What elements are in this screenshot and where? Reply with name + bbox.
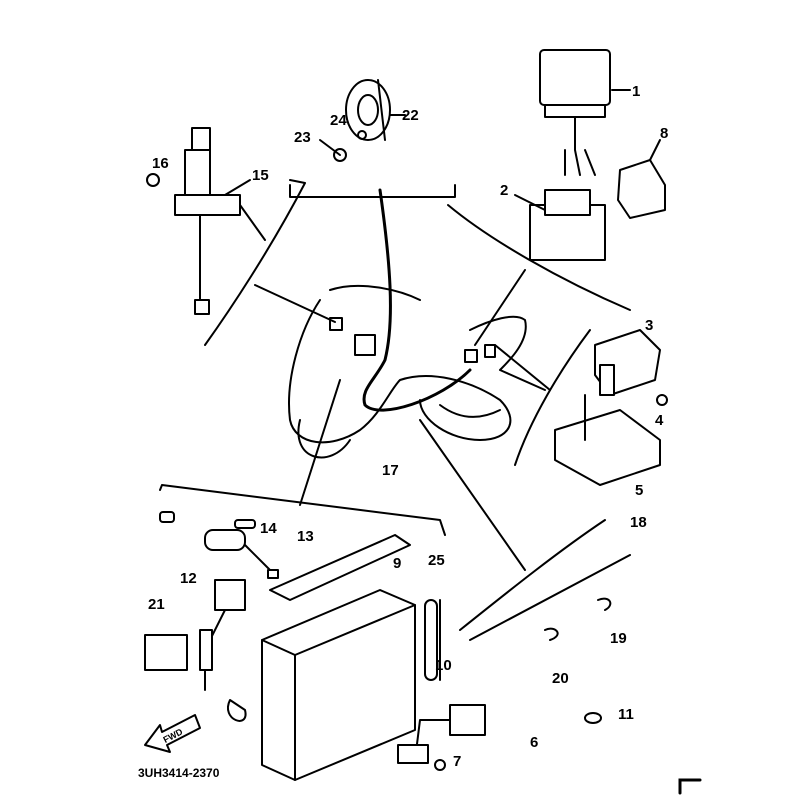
part-label-15: 15 xyxy=(252,167,269,184)
part-21-relay xyxy=(144,634,188,671)
part-label-21: 21 xyxy=(148,596,165,613)
part-label-16: 16 xyxy=(152,155,169,172)
part-label-10: 10 xyxy=(435,657,452,674)
part-label-17: 17 xyxy=(382,462,399,479)
part-1-unit xyxy=(539,49,631,176)
part-3-5-bracket xyxy=(554,329,668,486)
part-label-22: 22 xyxy=(402,107,419,124)
part-15-main-switch xyxy=(146,127,266,315)
part-label-18: 18 xyxy=(630,514,647,531)
part-22-horn xyxy=(319,79,406,162)
part-label-24: 24 xyxy=(330,112,347,129)
part-12-lead xyxy=(199,579,247,722)
part-labels: 1234567891011121314151617181920212223242… xyxy=(148,83,668,770)
part-label-3: 3 xyxy=(645,317,653,334)
part-label-7: 7 xyxy=(453,753,461,770)
leader-lines xyxy=(159,179,631,631)
part-label-2: 2 xyxy=(500,182,508,199)
part-label-9: 9 xyxy=(393,555,401,572)
part-label-19: 19 xyxy=(610,630,627,647)
part-2-block xyxy=(514,189,606,261)
scooter-outline xyxy=(288,284,546,459)
part-18-wire xyxy=(469,554,631,641)
part-label-5: 5 xyxy=(635,482,643,499)
wire-harness xyxy=(362,188,472,412)
part-label-25: 25 xyxy=(428,552,445,569)
battery xyxy=(261,589,441,781)
part-13-14-fuse xyxy=(159,511,279,579)
part-label-8: 8 xyxy=(660,125,668,142)
part-label-20: 20 xyxy=(552,670,569,687)
part-label-12: 12 xyxy=(180,570,197,587)
part-25-strap xyxy=(269,534,411,601)
part-label-4: 4 xyxy=(655,412,664,429)
part-label-1: 1 xyxy=(632,83,640,100)
part-label-14: 14 xyxy=(260,520,277,537)
drawing-code: 3UH3414-2370 xyxy=(138,766,220,780)
part-8-relay xyxy=(617,139,666,219)
part-label-13: 13 xyxy=(297,528,314,545)
part-6-starter-relay xyxy=(397,704,486,771)
part-label-23: 23 xyxy=(294,129,311,146)
fwd-arrow: FWD xyxy=(144,714,201,753)
part-label-11: 11 xyxy=(618,706,634,723)
part-label-6: 6 xyxy=(530,734,538,751)
